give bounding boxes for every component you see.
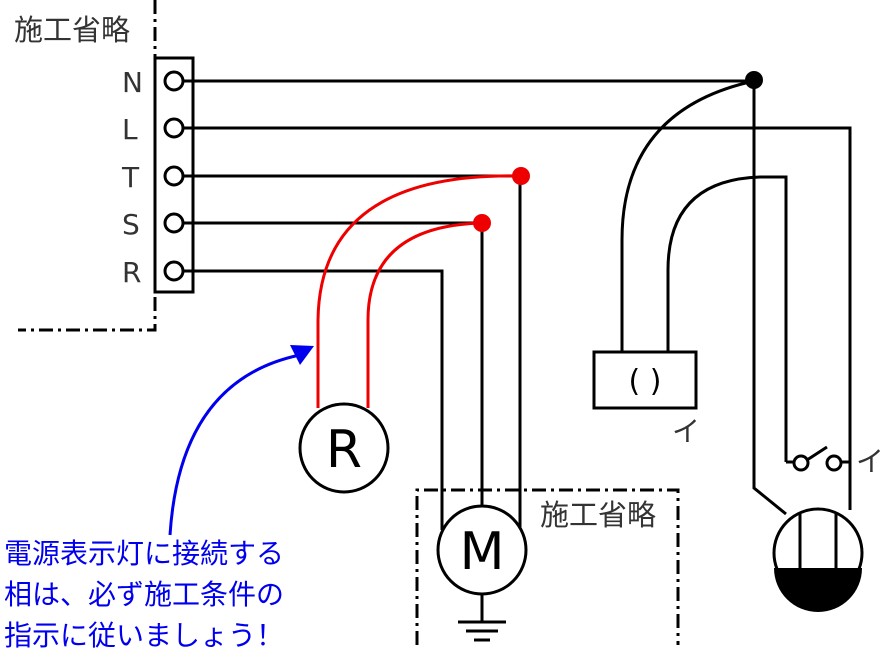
- terminal-t: [163, 165, 185, 187]
- terminal-label-l: L: [122, 113, 138, 146]
- terminal-s: [163, 212, 185, 234]
- note-line-2: 相は、必ず施工条件の: [4, 578, 284, 611]
- terminal-n: [163, 70, 185, 92]
- receptacle: ( ) イ: [592, 350, 700, 448]
- wire-l: [183, 126, 852, 462]
- lamp: [772, 507, 864, 612]
- pilot-lamp: R: [298, 402, 390, 494]
- wire-n-receptacle: [620, 79, 755, 352]
- wires-black: [183, 79, 852, 642]
- wire-switch-receptacle: [666, 175, 788, 462]
- note-arrow: [168, 345, 314, 536]
- pilot-lamp-symbol: R: [326, 420, 362, 480]
- switch-tag: イ: [856, 445, 884, 478]
- note-text: 電源表示灯に接続する 相は、必ず施工条件の 指示に従いましょう！: [4, 537, 284, 652]
- terminal-block: N L T S R: [121, 56, 195, 294]
- switch: イ: [786, 445, 884, 478]
- terminal-l: [163, 117, 185, 139]
- terminal-r: [163, 260, 185, 282]
- wire-lamp-s: [366, 221, 483, 408]
- motor: M: [436, 504, 528, 596]
- wire-lamp-t: [316, 174, 521, 408]
- terminal-label-n: N: [122, 66, 143, 99]
- connection-dot-t: [512, 167, 530, 185]
- note-line-1: 電源表示灯に接続する: [4, 537, 284, 570]
- terminal-label-r: R: [122, 256, 141, 289]
- wire-n-lamp: [752, 81, 787, 516]
- connection-dot-s: [473, 214, 491, 232]
- note-line-3: 指示に従いましょう！: [4, 619, 284, 652]
- wires-red: [316, 174, 521, 408]
- omitted-label-top: 施工省略: [14, 13, 130, 47]
- omitted-area-bottom: 施工省略: [415, 488, 680, 645]
- junction-dot: [745, 71, 763, 89]
- omitted-label-bottom: 施工省略: [540, 498, 656, 532]
- terminal-label-s: S: [122, 208, 140, 241]
- receptacle-tag: イ: [672, 415, 700, 448]
- terminal-label-t: T: [121, 161, 140, 194]
- wire-r: [183, 269, 444, 530]
- receptacle-symbol: ( ): [629, 364, 662, 399]
- motor-symbol: M: [460, 522, 505, 582]
